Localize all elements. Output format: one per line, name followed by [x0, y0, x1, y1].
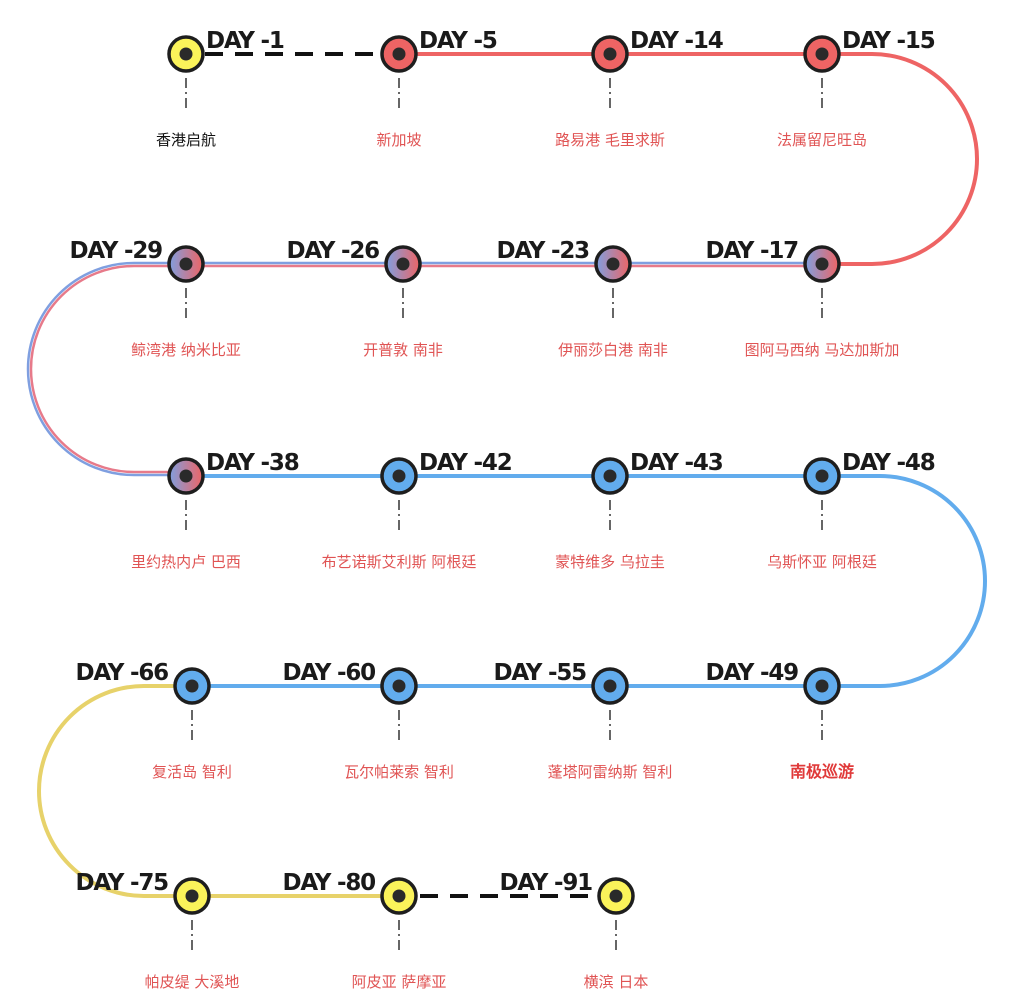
stop-node: DAY -60 瓦尔帕莱索 智利: [282, 660, 453, 781]
stop-dot: [609, 889, 623, 903]
place-label: 布艺诺斯艾利斯 阿根廷: [322, 553, 477, 571]
day-label: DAY -55: [493, 660, 586, 686]
stop-dot: [396, 257, 410, 271]
stop-node: DAY -38 里约热内卢 巴西: [131, 450, 300, 571]
stop-node: DAY -80 阿皮亚 萨摩亚: [282, 870, 446, 991]
place-label: 伊丽莎白港 南非: [558, 341, 668, 359]
place-label: 蓬塔阿雷纳斯 智利: [548, 763, 673, 781]
stop-dot: [603, 679, 617, 693]
stop-dot: [603, 469, 617, 483]
route-red-curve-right: [822, 52, 979, 266]
stop-node: DAY -26 开普敦 南非: [286, 238, 442, 359]
day-label: DAY -75: [75, 870, 168, 896]
stop-dot: [392, 889, 406, 903]
route-blue-curve-right: [822, 474, 987, 688]
day-label: DAY -38: [206, 450, 299, 476]
day-label: DAY -91: [499, 870, 592, 896]
stop-dot: [815, 679, 829, 693]
day-label: DAY -15: [842, 28, 935, 54]
place-label: 香港启航: [156, 131, 216, 149]
stop-dot: [815, 257, 829, 271]
place-label: 横滨 日本: [584, 973, 649, 991]
place-label: 图阿马西纳 马达加斯加: [745, 341, 900, 359]
place-label: 蒙特维多 乌拉圭: [555, 553, 665, 571]
stop-node: DAY -66 复活岛 智利: [75, 660, 231, 781]
day-label: DAY -23: [496, 238, 589, 264]
place-label: 南极巡游: [790, 762, 854, 781]
stop-node: DAY -48 乌斯怀亚 阿根廷: [767, 450, 936, 571]
stop-dot: [179, 47, 193, 61]
route-yellow-curve-left: [37, 684, 192, 898]
stop-node: DAY -17 图阿马西纳 马达加斯加: [705, 238, 899, 359]
day-label: DAY -29: [69, 238, 162, 264]
stop-node: DAY -55 蓬塔阿雷纳斯 智利: [493, 660, 672, 781]
place-label: 瓦尔帕莱索 智利: [344, 763, 454, 781]
day-label: DAY -49: [705, 660, 798, 686]
day-label: DAY -42: [419, 450, 512, 476]
stop-node: DAY -14 路易港 毛里求斯: [555, 28, 724, 149]
day-label: DAY -1: [206, 28, 284, 54]
place-label: 新加坡: [376, 131, 421, 149]
route-mix-curve-left-a: [26, 261, 187, 477]
stop-node: DAY -1 香港启航: [156, 28, 285, 149]
day-label: DAY -48: [842, 450, 935, 476]
place-label: 鲸湾港 纳米比亚: [131, 341, 241, 359]
stop-node: DAY -42 布艺诺斯艾利斯 阿根廷: [322, 450, 513, 571]
stop-node: DAY -29 鲸湾港 纳米比亚: [69, 238, 240, 359]
day-label: DAY -5: [419, 28, 497, 54]
stop-dot: [815, 469, 829, 483]
place-label: 里约热内卢 巴西: [131, 553, 241, 571]
stop-dot: [815, 47, 829, 61]
day-label: DAY -60: [282, 660, 375, 686]
stop-dot: [392, 47, 406, 61]
stop-node: DAY -75 帕皮缇 大溪地: [75, 870, 239, 991]
day-label: DAY -80: [282, 870, 375, 896]
stop-dot: [185, 679, 199, 693]
place-label: 帕皮缇 大溪地: [145, 973, 240, 991]
day-label: DAY -66: [75, 660, 168, 686]
stop-node: DAY -43 蒙特维多 乌拉圭: [555, 450, 724, 571]
day-label: DAY -43: [630, 450, 723, 476]
stop-dot: [185, 889, 199, 903]
stop-dot: [179, 257, 193, 271]
stop-dot: [606, 257, 620, 271]
place-label: 阿皮亚 萨摩亚: [352, 973, 447, 991]
day-label: DAY -17: [705, 238, 798, 264]
stop-dot: [392, 679, 406, 693]
stop-node: DAY -91 横滨 日本: [499, 870, 648, 991]
stop-node: DAY -23 伊丽莎白港 南非: [496, 238, 667, 359]
place-label: 路易港 毛里求斯: [555, 131, 665, 149]
stop-node: DAY -49 南极巡游: [705, 660, 854, 781]
place-label: 开普敦 南非: [363, 341, 443, 359]
stop-dot: [603, 47, 617, 61]
route-mix-curve-left-b: [29, 264, 187, 474]
day-label: DAY -26: [286, 238, 379, 264]
place-label: 复活岛 智利: [152, 763, 232, 781]
stop-node: DAY -15 法属留尼旺岛: [777, 28, 936, 149]
place-label: 乌斯怀亚 阿根廷: [767, 553, 877, 571]
day-label: DAY -14: [630, 28, 723, 54]
place-label: 法属留尼旺岛: [777, 131, 867, 149]
stop-node: DAY -5 新加坡: [376, 28, 498, 149]
stop-dot: [392, 469, 406, 483]
stop-dot: [179, 469, 193, 483]
